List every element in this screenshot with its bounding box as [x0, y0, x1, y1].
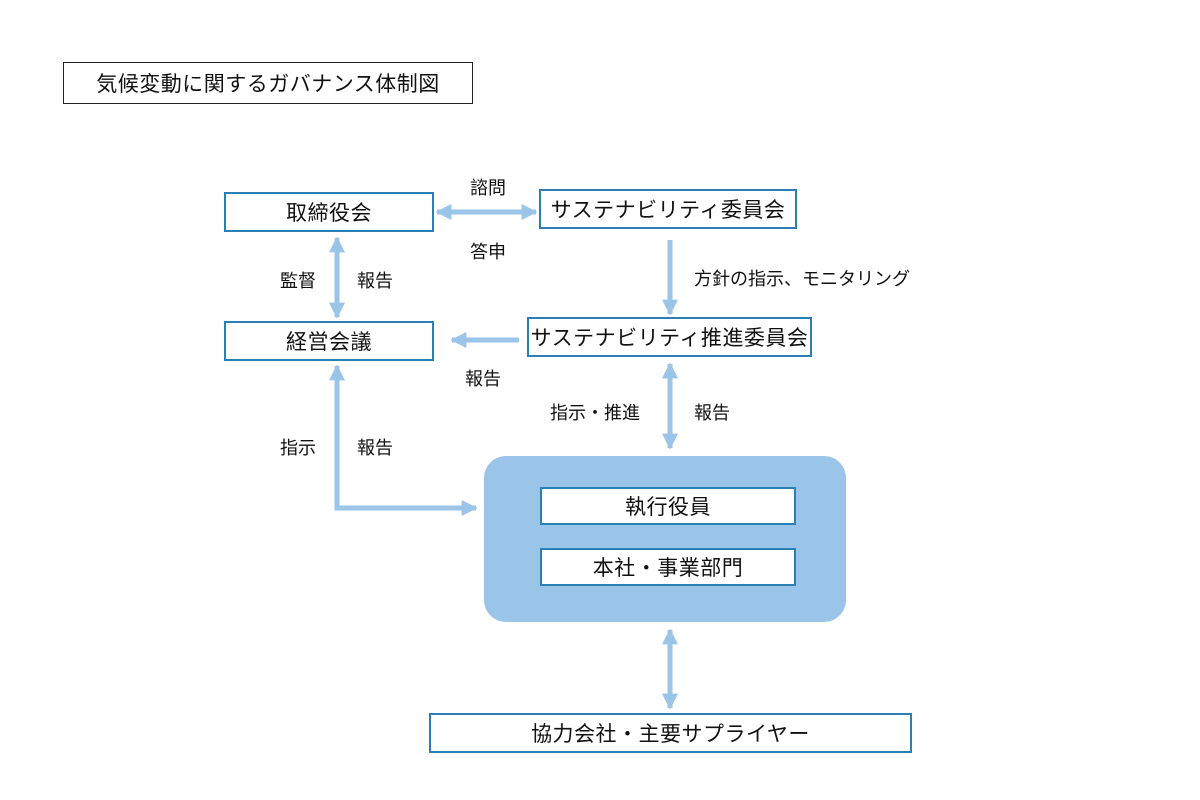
hq-business-divisions-node: 本社・事業部門	[540, 548, 796, 586]
label-instruction-promotion: 指示・推進	[550, 403, 640, 424]
sustainability-committee-node: サステナビリティ委員会	[539, 189, 797, 229]
executive-officers-node: 執行役員	[540, 487, 796, 525]
label-inquiry: 諮問	[470, 178, 506, 199]
arrow-management-officers	[328, 364, 478, 517]
label-report-management-left: 報告	[357, 438, 393, 459]
label-instruction: 指示	[280, 438, 316, 459]
label-response: 答申	[470, 242, 506, 263]
label-report-to-management: 報告	[465, 369, 501, 390]
page-title: 気候変動に関するガバナンス体制図	[63, 62, 473, 104]
label-report-from-officers: 報告	[694, 403, 730, 424]
board-node: 取締役会	[224, 192, 434, 232]
promotion-committee-node: サステナビリティ推進委員会	[527, 317, 812, 357]
management-meeting-node: 経営会議	[224, 321, 434, 361]
label-policy-monitoring: 方針の指示、モニタリング	[694, 269, 910, 290]
partners-suppliers-node: 協力会社・主要サプライヤー	[429, 713, 912, 753]
label-report-board: 報告	[357, 271, 393, 292]
label-supervision: 監督	[280, 271, 316, 292]
executive-group-area	[484, 456, 846, 622]
